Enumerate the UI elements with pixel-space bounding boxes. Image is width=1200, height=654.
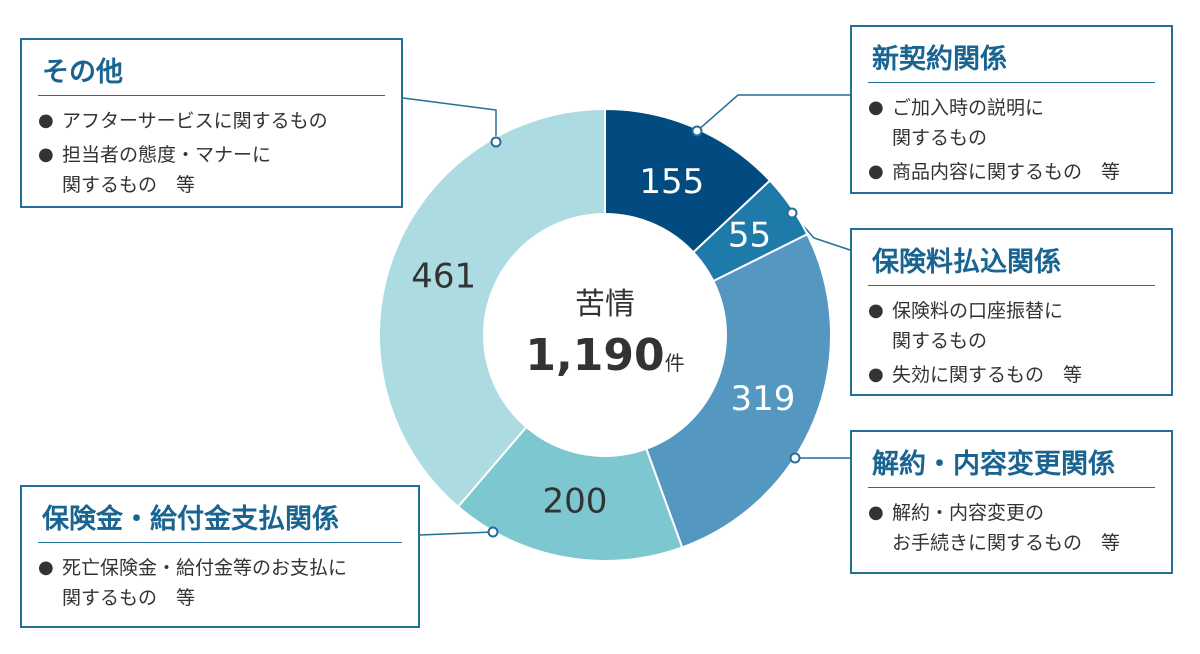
leader-dot — [786, 207, 798, 219]
callout-new-contract-items: ご加入時の説明に 関するもの 商品内容に関するもの 等 — [868, 93, 1155, 187]
center-total-line: 1,190件 — [525, 330, 684, 381]
slice-value-premium-payment: 55 — [728, 216, 771, 256]
callout-claims-payment: 保険金・給付金支払関係 死亡保険金・給付金等のお支払に 関するもの 等 — [20, 485, 420, 628]
slice-value-other: 461 — [411, 256, 476, 296]
callout-item: 保険料の口座振替に 関するもの — [868, 296, 1155, 356]
callout-item: 死亡保険金・給付金等のお支払に 関するもの 等 — [38, 553, 402, 613]
slice-labels: 155 55 319 200 461 — [411, 162, 795, 521]
callout-premium-payment: 保険料払込関係 保険料の口座振替に 関するもの 失効に関するもの 等 — [850, 228, 1173, 396]
leader-line — [696, 94, 850, 132]
slice-value-new-contract: 155 — [639, 162, 704, 202]
callout-cancellation: 解約・内容変更関係 解約・内容変更の お手続きに関するもの 等 — [850, 430, 1173, 574]
callout-other: その他 アフターサービスに関するもの 担当者の態度・マナーに 関するもの 等 — [20, 38, 403, 208]
callout-item: 商品内容に関するもの 等 — [868, 157, 1155, 187]
slice-value-claims-payment: 200 — [543, 481, 608, 521]
leader-dot — [691, 125, 703, 137]
callout-item: ご加入時の説明に 関するもの — [868, 93, 1155, 153]
callout-claims-payment-items: 死亡保険金・給付金等のお支払に 関するもの 等 — [38, 553, 402, 613]
callout-item: 担当者の態度・マナーに 関するもの 等 — [38, 140, 385, 200]
callout-item: 失効に関するもの 等 — [868, 360, 1155, 390]
leader-line — [419, 531, 494, 536]
callout-new-contract: 新契約関係 ご加入時の説明に 関するもの 商品内容に関するもの 等 — [850, 25, 1173, 194]
callout-new-contract-title: 新契約関係 — [868, 37, 1155, 83]
leader-line — [402, 97, 497, 142]
callout-item: アフターサービスに関するもの — [38, 106, 385, 136]
leader-dot — [789, 452, 801, 464]
callout-premium-payment-title: 保険料払込関係 — [868, 240, 1155, 286]
center-title: 苦情 — [575, 287, 635, 322]
center-unit: 件 — [665, 351, 685, 375]
center-total: 1,190 — [525, 330, 664, 381]
leader-dots — [487, 125, 801, 538]
callout-cancellation-title: 解約・内容変更関係 — [868, 442, 1155, 488]
donut-hole — [483, 213, 727, 457]
leader-lines — [402, 94, 851, 536]
callout-cancellation-items: 解約・内容変更の お手続きに関するもの 等 — [868, 498, 1155, 558]
leader-dot — [490, 136, 502, 148]
slice-value-cancellation: 319 — [730, 379, 795, 419]
callout-premium-payment-items: 保険料の口座振替に 関するもの 失効に関するもの 等 — [868, 296, 1155, 390]
callout-other-items: アフターサービスに関するもの 担当者の態度・マナーに 関するもの 等 — [38, 106, 385, 200]
callout-item: 解約・内容変更の お手続きに関するもの 等 — [868, 498, 1155, 558]
callout-claims-payment-title: 保険金・給付金支払関係 — [38, 497, 402, 543]
leader-dot — [487, 526, 499, 538]
callout-other-title: その他 — [38, 50, 385, 96]
